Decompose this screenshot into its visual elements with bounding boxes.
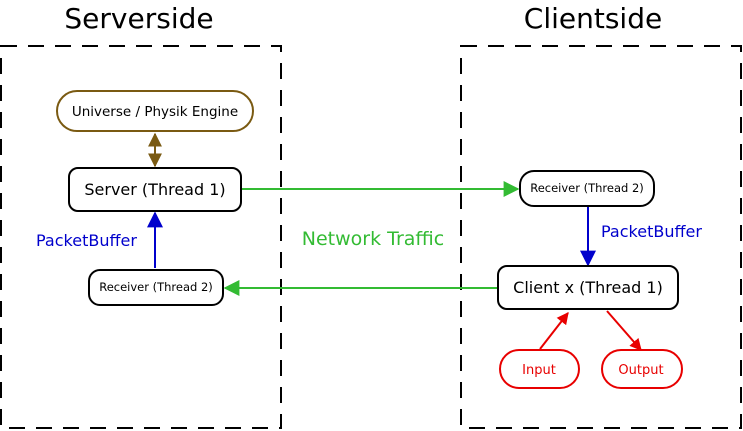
output-node: Output [601,349,683,389]
input-arrow [539,312,569,350]
clientside-region [460,45,742,429]
server-packetbuffer-label: PacketBuffer [36,231,137,250]
input-label: Input [522,363,556,378]
server-node: Server (Thread 1) [68,167,242,212]
output-label: Output [618,363,663,378]
server-receiver-node: Receiver (Thread 2) [88,269,224,306]
client-receiver-label: Receiver (Thread 2) [530,181,644,195]
server-receiver-label: Receiver (Thread 2) [99,280,213,294]
network-traffic-label: Network Traffic [302,228,444,250]
client-node: Client x (Thread 1) [497,265,679,310]
serverside-title: Serverside [64,2,213,35]
server-label: Server (Thread 1) [84,180,225,199]
universe-node: Universe / Physik Engine [56,90,254,132]
universe-label: Universe / Physik Engine [72,104,238,120]
client-receiver-node: Receiver (Thread 2) [519,170,655,207]
output-arrow [606,310,642,351]
clientside-title: Clientside [524,2,662,35]
client-label: Client x (Thread 1) [513,278,663,297]
client-packetbuffer-label: PacketBuffer [601,222,702,241]
serverside-region [0,45,282,429]
input-node: Input [499,349,580,389]
